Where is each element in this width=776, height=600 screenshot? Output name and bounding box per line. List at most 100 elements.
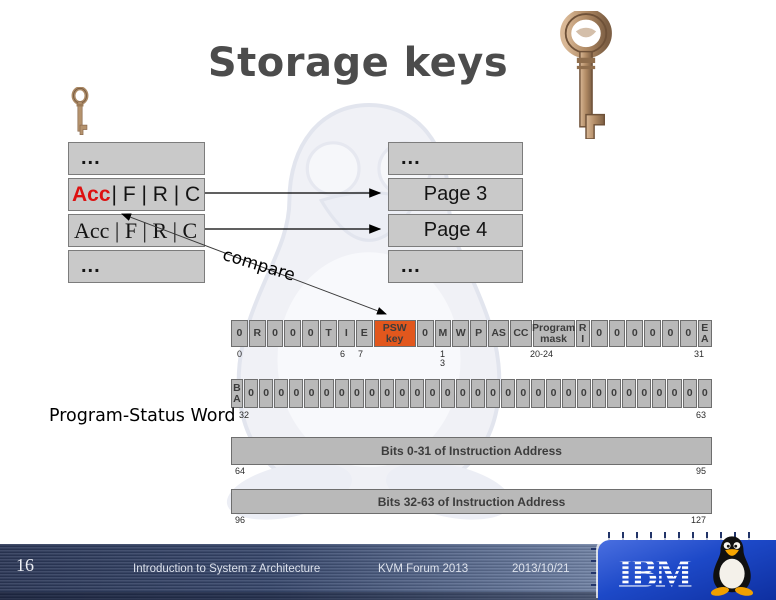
bit-label: 1 3	[440, 349, 446, 368]
psw-bit-cell: 0	[637, 379, 652, 408]
psw-bit-cell: W	[452, 320, 470, 347]
psw-bit-cell: 0	[266, 320, 284, 347]
acc-field-highlight: Acc	[72, 182, 111, 206]
psw-ri-cell: R I	[575, 320, 590, 347]
psw-bit-cell: 0	[259, 379, 274, 408]
acc-row-fields: | F | R | C	[111, 182, 201, 206]
psw-row-4-bit-labels: 96 127	[231, 516, 712, 534]
psw-bit-cell: 0	[284, 320, 302, 347]
psw-row-1: 0 R 0 0 0 T I E PSW key 0 M W P AS CC Pr…	[231, 320, 712, 347]
psw-bit-cell: 0	[416, 320, 434, 347]
psw-bit-cell: 0	[231, 320, 248, 347]
psw-bit-cell: 0	[622, 379, 637, 408]
footer-course: Introduction to System z Architecture	[133, 563, 321, 575]
table-row-page4: Page 4	[388, 214, 523, 247]
table-row: ...	[388, 250, 523, 283]
psw-instruction-address-low: Bits 32-63 of Instruction Address	[231, 489, 712, 514]
psw-cc-cell: CC	[510, 320, 532, 347]
psw-ba-cell: B A	[231, 379, 243, 408]
psw-bit-cell: 0	[274, 379, 289, 408]
psw-diagram: 0 R 0 0 0 T I E PSW key 0 M W P AS CC Pr…	[231, 318, 712, 533]
psw-bit-cell: M	[434, 320, 452, 347]
psw-bit-cell: 0	[590, 320, 608, 347]
psw-row-2: B A 0 0 0 0 0 0 0 0 0 0 0 0 0 0 0 0 0 0 …	[231, 379, 712, 408]
psw-bit-cell: E	[355, 320, 373, 347]
psw-bit-cell: 0	[576, 379, 591, 408]
psw-bit-cell: 0	[546, 379, 561, 408]
page-table: ... Page 3 Page 4 ...	[388, 142, 523, 283]
psw-bit-cell: 0	[243, 379, 259, 408]
psw-bit-cell: 0	[319, 379, 334, 408]
psw-bit-cell: 0	[652, 379, 667, 408]
bit-label: 95	[695, 466, 706, 476]
psw-bit-cell: 0	[516, 379, 531, 408]
footer-event: KVM Forum 2013	[378, 563, 469, 575]
page-number: 16	[16, 555, 34, 575]
psw-as-cell: AS	[487, 320, 510, 347]
psw-bit-cell: 0	[364, 379, 380, 408]
bit-label: 0	[237, 349, 243, 359]
psw-bit-cell: 0	[470, 379, 485, 408]
ibm-box-left-ticks	[591, 548, 597, 596]
psw-key-cell: PSW key	[373, 320, 416, 347]
bit-label: 31	[694, 349, 705, 359]
bit-label: 7	[358, 349, 364, 359]
psw-bit-cell: 0	[485, 379, 501, 408]
bit-label: 64	[235, 466, 246, 476]
psw-bit-cell: 0	[349, 379, 364, 408]
ibm-logo: IBM	[618, 552, 695, 594]
psw-bit-cell: 0	[501, 379, 516, 408]
bit-label: 96	[235, 515, 246, 525]
tux-penguin-logo	[710, 536, 754, 596]
psw-bit-cell: 0	[410, 379, 425, 408]
psw-row-3-bit-labels: 64 95	[231, 467, 712, 485]
psw-bit-cell: 0	[626, 320, 644, 347]
psw-bit-cell: 0	[644, 320, 662, 347]
psw-bit-cell: 0	[440, 379, 455, 408]
psw-bit-cell: 0	[679, 320, 697, 347]
psw-caption: Program-Status Word	[49, 406, 236, 426]
storage-key-table: ... Acc | F | R | C Acc | F | R | C ...	[68, 142, 205, 283]
footer-date: 2013/10/21	[512, 563, 570, 575]
psw-instruction-address-high: Bits 0-31 of Instruction Address	[231, 437, 712, 465]
psw-bit-cell: 0	[304, 379, 319, 408]
psw-bit-cell: 0	[591, 379, 606, 408]
psw-bit-cell: 0	[697, 379, 712, 408]
psw-bit-cell: 0	[455, 379, 470, 408]
table-row-acc-highlight: Acc | F | R | C	[68, 178, 205, 211]
table-row-acc: Acc | F | R | C	[68, 214, 205, 247]
psw-bit-cell: 0	[608, 320, 626, 347]
psw-bit-cell: 0	[606, 379, 622, 408]
psw-bit-cell: T	[320, 320, 337, 347]
psw-bit-cell: 0	[302, 320, 320, 347]
psw-program-mask-cell: Program mask	[532, 320, 575, 347]
bit-label: 127	[690, 515, 706, 525]
psw-bit-cell: 0	[682, 379, 697, 408]
table-row-page3: Page 3	[388, 178, 523, 211]
psw-bit-cell: 0	[395, 379, 410, 408]
table-row: ...	[68, 250, 205, 283]
table-row: ...	[388, 142, 523, 175]
bit-label: 32	[239, 410, 250, 420]
psw-ea-cell: E A	[697, 320, 712, 347]
psw-bit-cell: 0	[667, 379, 682, 408]
psw-bit-cell: 0	[561, 379, 576, 408]
psw-bit-cell: 0	[425, 379, 440, 408]
psw-bit-cell: 0	[289, 379, 304, 408]
psw-bit-cell: 0	[334, 379, 349, 408]
svg-text:IBM: IBM	[618, 552, 692, 594]
ibm-box-top-ticks	[608, 532, 758, 540]
psw-bit-cell: 0	[380, 379, 395, 408]
psw-bit-cell: I	[337, 320, 355, 347]
psw-bit-cell: P	[470, 320, 487, 347]
psw-bit-cell: 0	[531, 379, 546, 408]
psw-bit-cell: 0	[662, 320, 679, 347]
small-key-image	[71, 87, 89, 136]
psw-row-2-bit-labels: 32 63	[231, 411, 712, 429]
psw-bit-cell: R	[248, 320, 266, 347]
bit-label: 20-24	[530, 349, 554, 359]
slide-title: Storage keys	[207, 40, 509, 86]
psw-row-1-bit-labels: 0 6 7 1 3 20-24 31	[231, 350, 712, 368]
big-key-image	[560, 11, 612, 139]
